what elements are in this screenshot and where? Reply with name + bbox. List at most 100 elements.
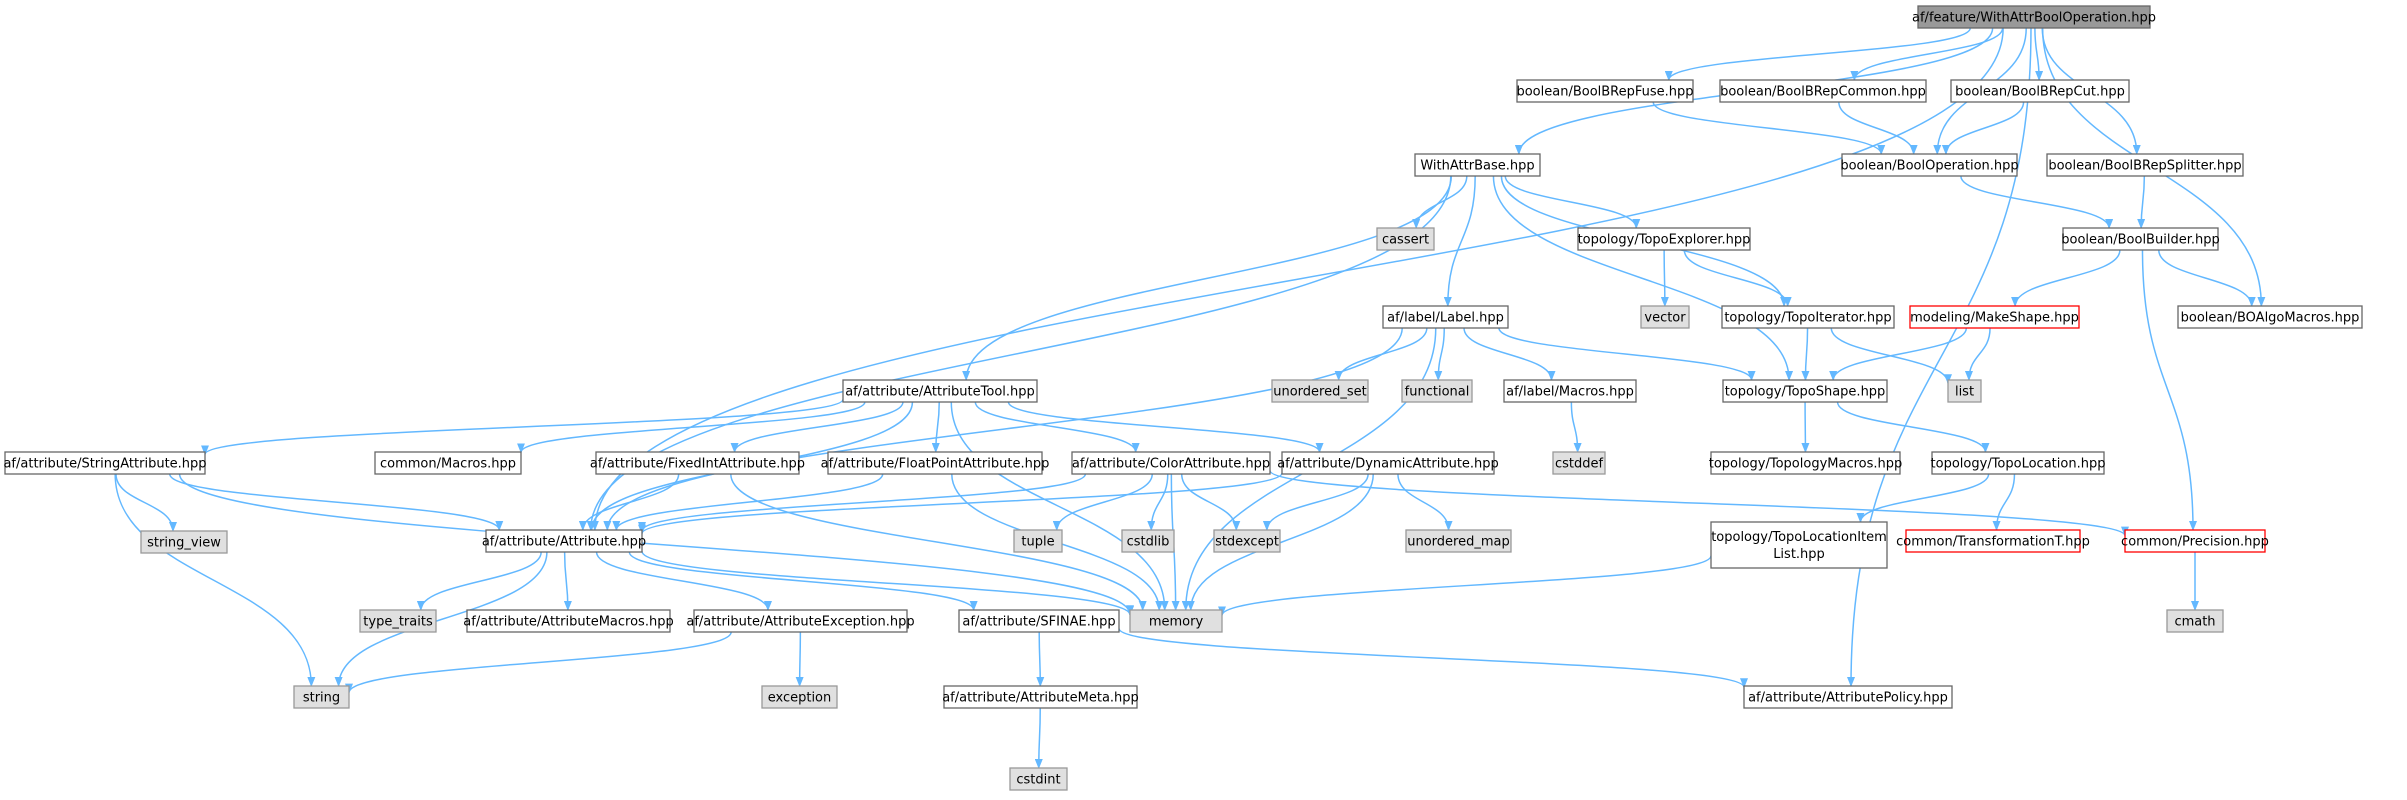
- node-box: [1516, 79, 1694, 103]
- node-sfinae[interactable]: af/attribute/SFINAE.hpp: [958, 609, 1120, 633]
- node-stdexcept[interactable]: stdexcept: [1213, 529, 1281, 553]
- edge-attribute-to-attributeexception: [595, 551, 772, 611]
- edge-topoexplorer-to-topoiterator: [1683, 249, 1792, 307]
- node-label: topology/TopologyMacros.hpp: [1709, 457, 1903, 472]
- node-box: [2166, 609, 2224, 633]
- node-memory[interactable]: memory: [1129, 609, 1223, 633]
- node-commonmacros[interactable]: common/Macros.hpp: [374, 451, 522, 475]
- node-attribute[interactable]: af/attribute/Attribute.hpp: [482, 529, 646, 553]
- node-cstdint[interactable]: cstdint: [1009, 767, 1068, 791]
- node-box: [1931, 451, 2105, 475]
- node-common[interactable]: boolean/BoolBRepCommon.hpp: [1719, 79, 1927, 103]
- node-label: af/attribute/FloatPointAttribute.hpp: [821, 457, 1050, 472]
- node-makeshape[interactable]: modeling/MakeShape.hpp: [1909, 305, 2080, 329]
- node-label: boolean/BoolBRepCommon.hpp: [1720, 85, 1926, 100]
- edge-withattrbase-to-cassert: [1412, 175, 1468, 229]
- node-exception[interactable]: exception: [761, 685, 838, 709]
- node-string_view[interactable]: string_view: [140, 530, 228, 554]
- node-root[interactable]: af/feature/WithAttrBoolOperation.hpp: [1912, 5, 2156, 29]
- node-type_traits[interactable]: type_traits: [359, 609, 437, 633]
- node-cstddef[interactable]: cstddef: [1552, 451, 1606, 475]
- node-topolocation[interactable]: topology/TopoLocation.hpp: [1931, 451, 2106, 475]
- node-cstdlib[interactable]: cstdlib: [1121, 529, 1175, 553]
- node-box: [1382, 305, 1509, 329]
- node-attributeexception[interactable]: af/attribute/AttributeException.hpp: [686, 609, 915, 633]
- edge-boolbuilder-to-boalgomacros: [2158, 249, 2256, 307]
- edge-withattrbase-to-attributetool: [962, 175, 1453, 381]
- node-box: [374, 451, 522, 475]
- edge-makeshape-to-list: [1964, 327, 1991, 381]
- node-box: [1947, 379, 1982, 403]
- node-box: [1129, 609, 1223, 633]
- node-label: cmath: [2174, 615, 2215, 630]
- node-colorattribute[interactable]: af/attribute/ColorAttribute.hpp: [1071, 451, 1271, 475]
- node-cmath[interactable]: cmath: [2166, 609, 2224, 633]
- node-label: cstdlib: [1127, 535, 1170, 550]
- node-topoexplorer[interactable]: topology/TopoExplorer.hpp: [1577, 227, 1751, 251]
- node-dynamicattribute[interactable]: af/attribute/DynamicAttribute.hpp: [1277, 451, 1499, 475]
- node-attributemacros[interactable]: af/attribute/AttributeMacros.hpp: [463, 609, 674, 633]
- node-topoiterator[interactable]: topology/TopoIterator.hpp: [1721, 305, 1895, 329]
- edge-topolocation-to-topolocationitemlist: [1856, 473, 1990, 523]
- node-tuple[interactable]: tuple: [1013, 529, 1063, 553]
- edge-attribute-to-string: [334, 551, 548, 687]
- node-box: [761, 685, 838, 709]
- node-label: cstdint: [1016, 773, 1060, 788]
- edge-topolocationitemlist-to-memory: [1218, 555, 1712, 617]
- node-withattrbase[interactable]: WithAttrBase.hpp: [1414, 153, 1541, 177]
- node-label[interactable]: af/label/Label.hpp: [1382, 305, 1509, 329]
- node-boolbuilder[interactable]: boolean/BoolBuilder.hpp: [2061, 227, 2220, 251]
- edge-withattrbase-to-toposhape: [1492, 175, 1794, 381]
- node-label: topology/TopoExplorer.hpp: [1578, 233, 1751, 248]
- node-floatpoint[interactable]: af/attribute/FloatPointAttribute.hpp: [821, 451, 1050, 475]
- node-list[interactable]: list: [1947, 379, 1982, 403]
- node-attributepolicy[interactable]: af/attribute/AttributePolicy.hpp: [1743, 685, 1953, 709]
- node-vector[interactable]: vector: [1640, 305, 1690, 329]
- node-label: af/attribute/AttributePolicy.hpp: [1748, 691, 1948, 706]
- edge-fuse-to-booloperation: [1652, 101, 1886, 155]
- edge-label-to-toposhape: [1498, 327, 1756, 381]
- edge-label-to-labelmacros: [1463, 327, 1556, 381]
- edge-topoiterator-to-toposhape: [1801, 327, 1810, 381]
- edge-attributetool-to-dynamicattribute: [1007, 401, 1324, 453]
- node-box: [2177, 305, 2363, 329]
- node-fixedint[interactable]: af/attribute/FixedIntAttribute.hpp: [590, 451, 805, 475]
- node-attributetool[interactable]: af/attribute/AttributeTool.hpp: [842, 379, 1038, 403]
- node-labelmacros[interactable]: af/label/Macros.hpp: [1503, 379, 1637, 403]
- node-boalgomacros[interactable]: boolean/BOAlgoMacros.hpp: [2177, 305, 2363, 329]
- node-cut[interactable]: boolean/BoolBRepCut.hpp: [1950, 79, 2130, 103]
- node-label: af/attribute/AttributeMeta.hpp: [942, 691, 1139, 706]
- node-unordered_map[interactable]: unordered_map: [1405, 529, 1512, 553]
- node-splitter[interactable]: boolean/BoolBRepSplitter.hpp: [2046, 153, 2244, 177]
- node-label: unordered_map: [1407, 535, 1510, 550]
- node-functional[interactable]: functional: [1401, 379, 1473, 403]
- node-booloperation[interactable]: boolean/BoolOperation.hpp: [1840, 153, 2019, 177]
- node-box: [1213, 529, 1281, 553]
- node-topologymacros[interactable]: topology/TopologyMacros.hpp: [1709, 451, 1903, 475]
- node-cassert[interactable]: cassert: [1376, 227, 1435, 251]
- edge-cut-to-booloperation: [1941, 101, 2025, 155]
- node-unordered_set[interactable]: unordered_set: [1271, 379, 1369, 403]
- edge-topoexplorer-to-vector: [1660, 249, 1669, 307]
- edge-withattrbase-to-topoexplorer: [1504, 175, 1641, 229]
- node-box: [958, 609, 1120, 633]
- edge-attributeexception-to-string: [345, 631, 732, 694]
- edge-labelmacros-to-cstddef: [1570, 401, 1582, 453]
- node-label: af/attribute/Attribute.hpp: [482, 535, 646, 550]
- node-toposhape[interactable]: topology/TopoShape.hpp: [1722, 379, 1888, 403]
- edge-splitter-to-boolbuilder: [2137, 175, 2146, 229]
- node-string[interactable]: string: [293, 685, 350, 709]
- node-label: tuple: [1021, 535, 1054, 550]
- edge-attributetool-to-colorattribute: [974, 401, 1140, 453]
- node-stringattribute[interactable]: af/attribute/StringAttribute.hpp: [3, 451, 207, 475]
- node-fuse[interactable]: boolean/BoolBRepFuse.hpp: [1516, 79, 1694, 103]
- edge-label-to-functional: [1434, 327, 1445, 381]
- edge-colorattribute-to-attribute: [638, 473, 1087, 532]
- node-transformation[interactable]: common/TransformationT.hpp: [1896, 529, 2090, 553]
- node-label: topology/TopoLocation.hpp: [1931, 457, 2106, 472]
- node-attributemeta[interactable]: af/attribute/AttributeMeta.hpp: [942, 685, 1139, 709]
- edge-colorattribute-to-stdexcept: [1180, 473, 1241, 531]
- node-precision[interactable]: common/Precision.hpp: [2121, 529, 2269, 553]
